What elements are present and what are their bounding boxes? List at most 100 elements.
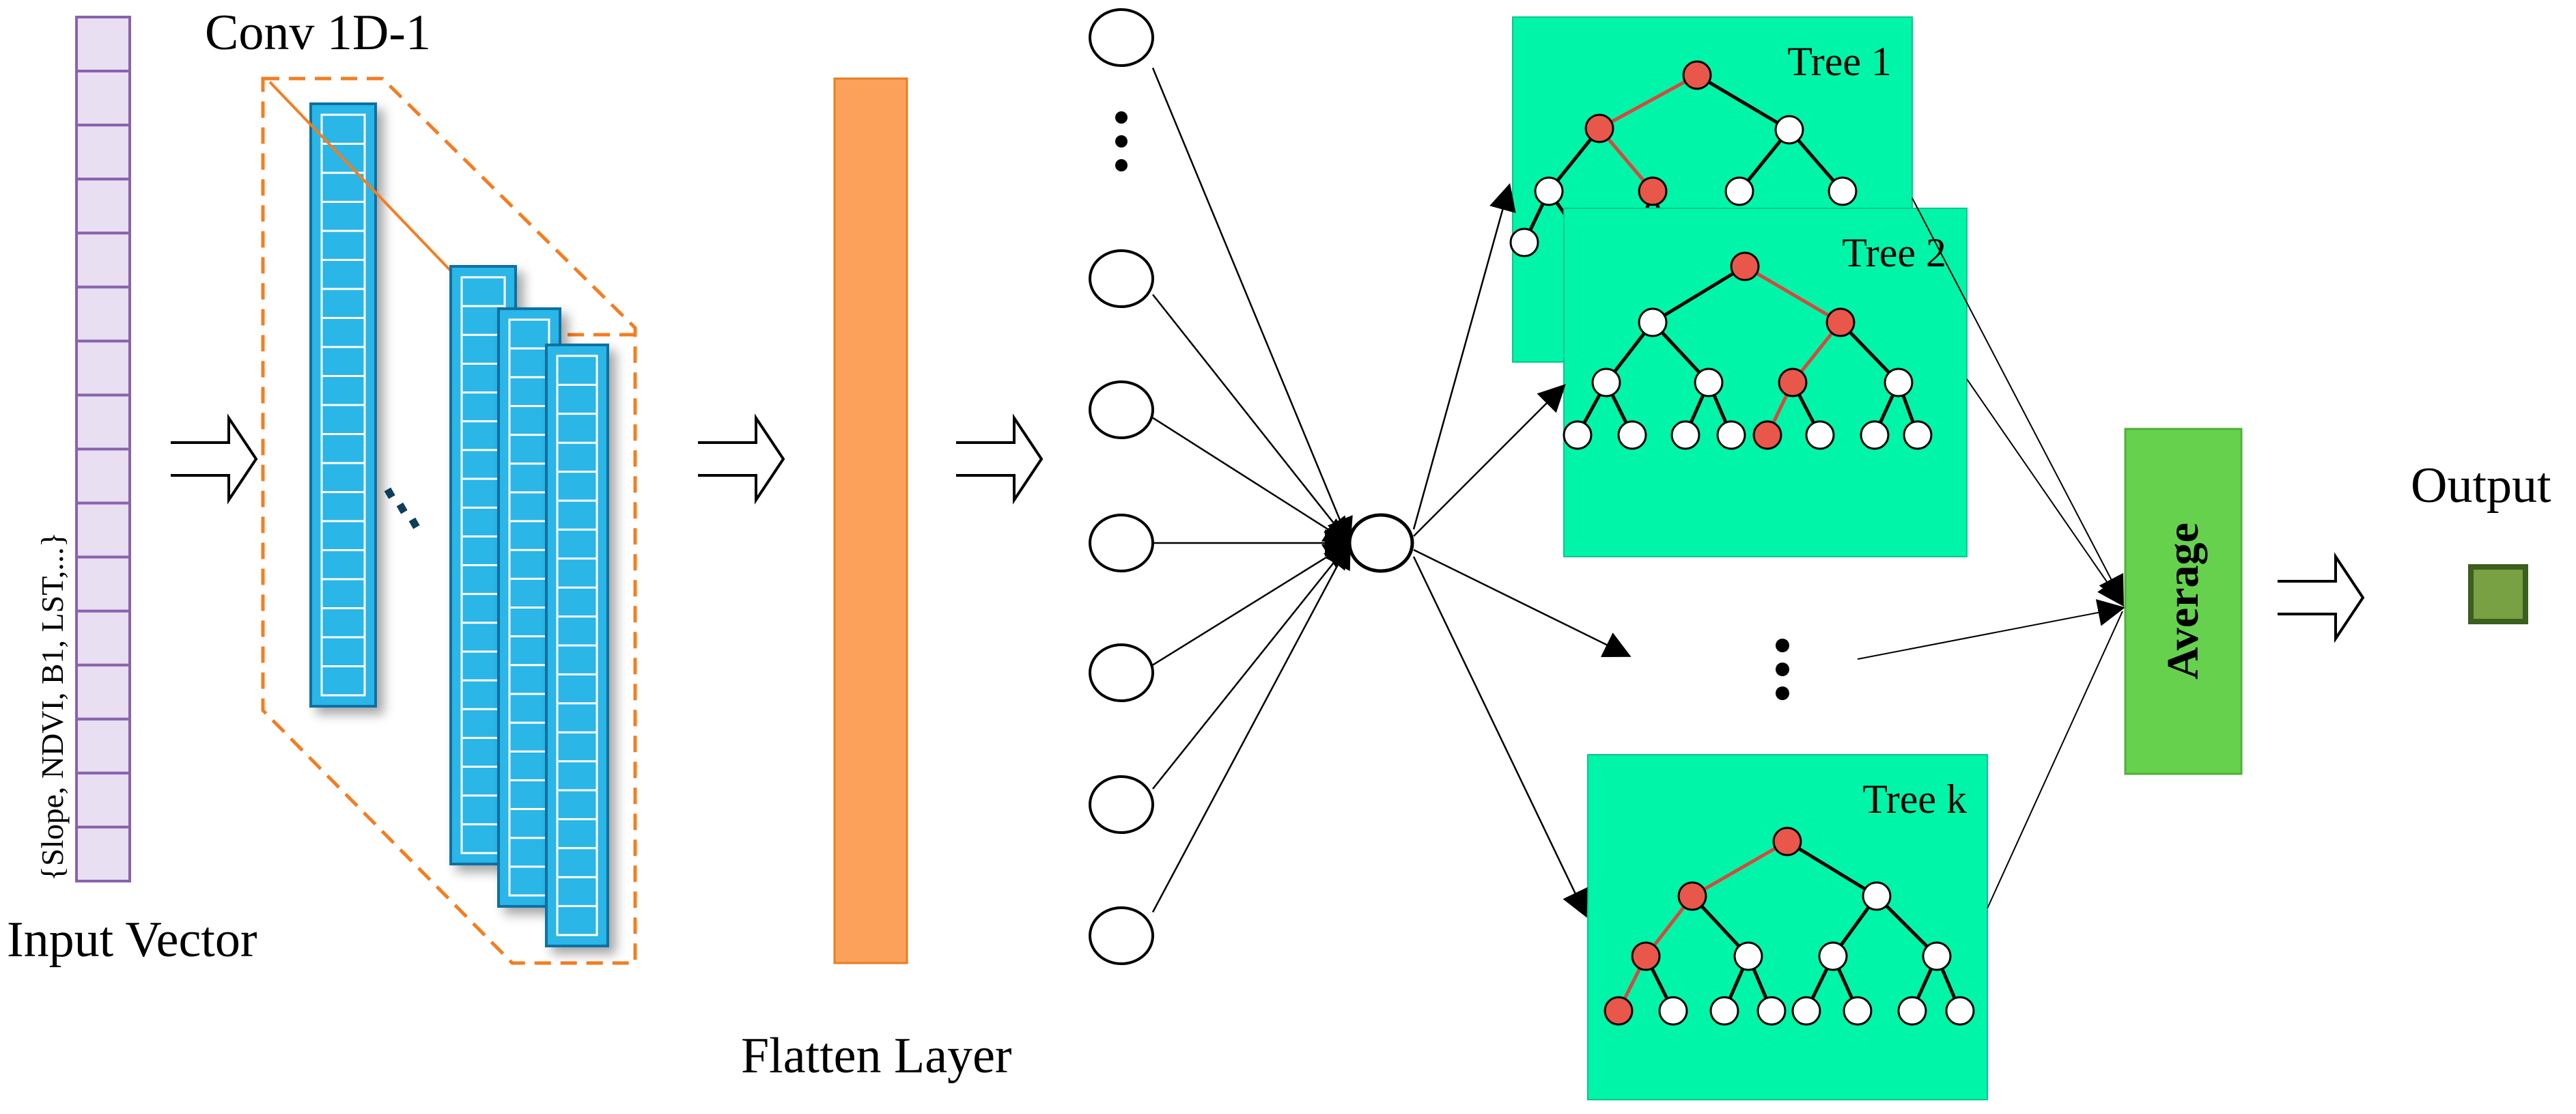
conv-filter: [545, 344, 609, 947]
input-vector-cell: [75, 771, 131, 828]
neuron-connection: [1152, 541, 1352, 666]
tree-node: [1922, 941, 1952, 971]
input-vector-cell: [75, 555, 131, 613]
tree-node: [1860, 420, 1890, 450]
neuron-connection: [1151, 67, 1353, 546]
average-label: Average: [2158, 523, 2208, 680]
input-vector-cell: [75, 663, 131, 721]
neuron: [1089, 906, 1154, 965]
neuron: [1089, 380, 1154, 439]
tree-node: [1670, 420, 1700, 450]
tree-node: [1730, 251, 1760, 281]
tree-node: [1884, 367, 1914, 398]
tree-edge: [1696, 73, 1791, 132]
dense-neurons: [1089, 8, 1353, 965]
hollow-arrow: [698, 413, 785, 505]
neuron: [1089, 775, 1154, 834]
tree-node: [1818, 941, 1848, 971]
input-vector-cell: [75, 501, 131, 559]
tree-panel: Tree k: [1587, 754, 1988, 1100]
input-features-label: {Slope, NDVI, B1, LST,...}: [35, 532, 70, 881]
tree-node: [1658, 996, 1688, 1026]
hub-to-tree-arrows: [1412, 183, 1632, 918]
tree-label: Tree k: [1862, 777, 1967, 822]
input-vector-cell: [75, 16, 131, 73]
tree-node: [1638, 176, 1668, 206]
neuron: [1089, 249, 1154, 308]
output-node: [2468, 564, 2528, 624]
neuron: [1089, 643, 1154, 702]
input-vector-cell: [75, 232, 131, 289]
hollow-arrow: [2278, 552, 2365, 643]
tree-node: [1778, 367, 1808, 398]
neuron: [1089, 8, 1154, 67]
tree-node: [1903, 420, 1933, 450]
tree-panel: Tree 2: [1563, 208, 1968, 557]
random-forest-trees: Tree 1 Tree 2 Tree k: [1509, 16, 1988, 1100]
conv-dashed-frame: [261, 76, 637, 965]
neuron-connection: [1151, 540, 1351, 913]
tree-node: [1733, 941, 1763, 971]
input-vector-cell: [75, 393, 131, 451]
tree-edge: [1598, 73, 1698, 130]
input-vector-cell: [75, 70, 131, 127]
tree-node: [1772, 826, 1802, 857]
tree-node: [1584, 113, 1614, 143]
input-vector-cell: [75, 447, 131, 505]
conv-layer-label: Conv 1D-1: [205, 5, 431, 61]
neuron-ellipsis: [1115, 111, 1128, 171]
tree-node: [1843, 996, 1873, 1026]
tree-ellipsis: [1776, 639, 1789, 700]
tree-node: [1897, 996, 1927, 1026]
flatten-layer-bar: [833, 77, 908, 964]
tree-node: [1534, 176, 1564, 206]
tree-node: [1756, 996, 1787, 1026]
tree-node: [1825, 307, 1856, 337]
tree-node: [1862, 881, 1892, 911]
tree-node: [1709, 996, 1739, 1026]
input-vector-cell: [75, 286, 131, 343]
output-label: Output: [2411, 458, 2551, 514]
tree-node: [1694, 367, 1724, 398]
tree-label: Tree 1: [1787, 39, 1892, 84]
tree-node: [1509, 227, 1539, 257]
tree-node: [1774, 115, 1804, 145]
tree-node: [1604, 996, 1634, 1026]
neuron: [1089, 514, 1154, 572]
tree-edge: [1744, 264, 1842, 324]
hollow-arrow: [171, 413, 258, 505]
input-vector-cell: [75, 339, 131, 397]
neuron-connection: [1152, 540, 1352, 790]
tree-node: [1682, 60, 1712, 90]
tree-node: [1716, 420, 1746, 450]
stage-arrows: [171, 413, 2365, 643]
tree-node: [1677, 881, 1707, 911]
input-vector-cell: [75, 717, 131, 775]
tree-to-average-lines: [1857, 197, 2125, 909]
tree-node: [1631, 941, 1661, 971]
tree-edge: [1691, 839, 1789, 898]
input-vector-cell: [75, 178, 131, 235]
tree-node: [1638, 307, 1668, 337]
input-vector-cell: [75, 609, 131, 667]
input-vector-cell: [75, 124, 131, 181]
neuron-connection: [1152, 294, 1352, 546]
tree-label: Tree 2: [1842, 230, 1946, 275]
conv-filters: [268, 81, 609, 947]
tree-node: [1563, 420, 1593, 450]
input-vector-label: Input Vector: [7, 912, 257, 968]
tree-panel-bg: [1587, 754, 1988, 1100]
neuron-connection: [1152, 417, 1352, 545]
input-vector: [75, 16, 131, 882]
average-block: [2124, 428, 2243, 775]
tree-node: [1752, 420, 1782, 450]
hollow-arrow: [956, 413, 1044, 505]
conv-ellipsis: [384, 487, 420, 529]
hub-neuron: [1347, 513, 1414, 573]
tree-node: [1945, 996, 1975, 1026]
tree-node: [1791, 996, 1821, 1026]
tree-node: [1805, 420, 1835, 450]
tree-node: [1828, 176, 1858, 206]
